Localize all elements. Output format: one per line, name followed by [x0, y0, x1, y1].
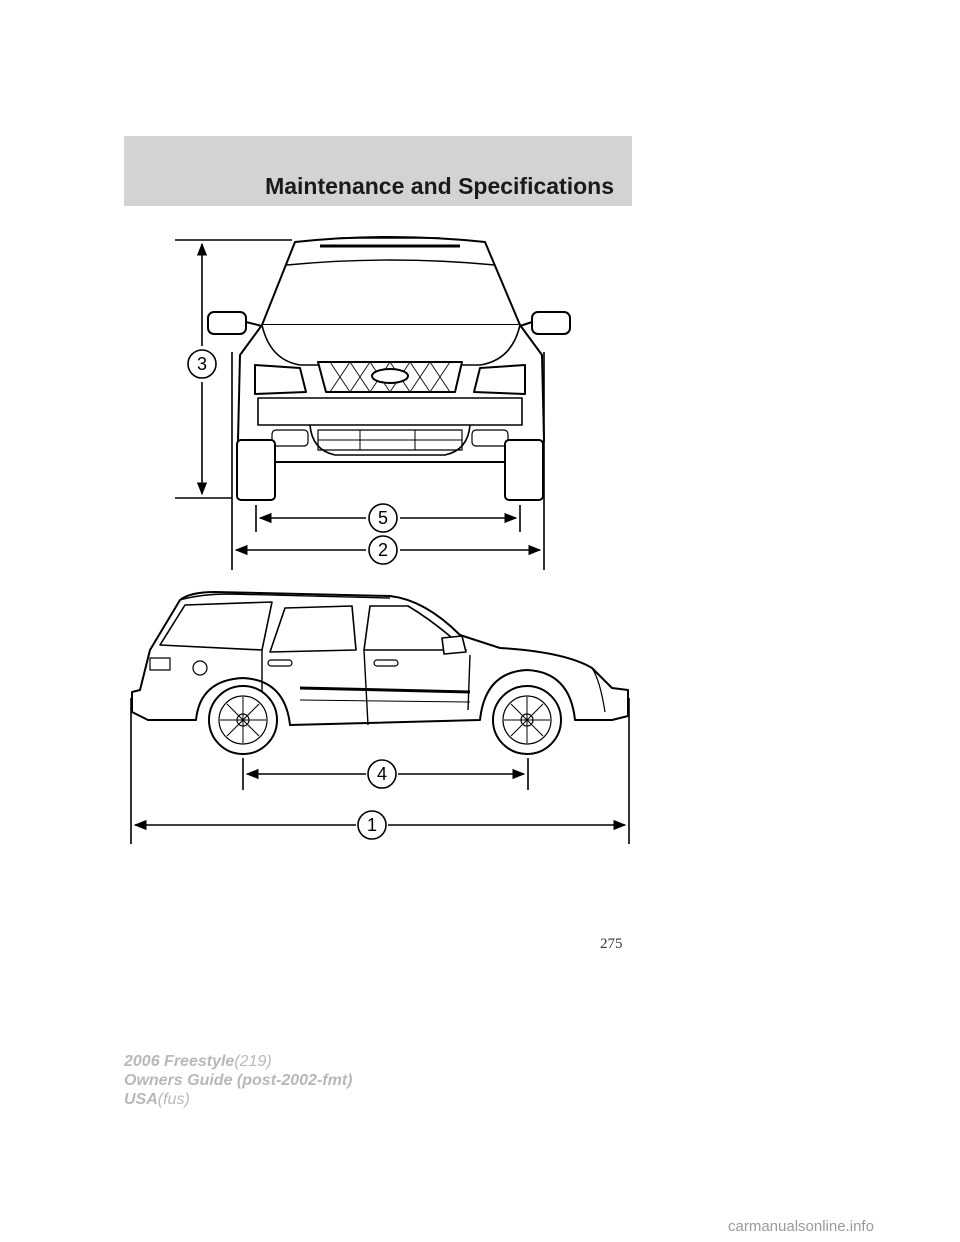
watermark-text: carmanualsonline.info [728, 1218, 874, 1235]
callout-1: 1 [367, 815, 377, 835]
dimension-line-height [175, 239, 292, 499]
page-number: 275 [600, 936, 623, 952]
dimension-line-width [231, 352, 545, 570]
side-view-vehicle [131, 591, 629, 755]
callout-5: 5 [378, 508, 388, 528]
document-footer: 2006 Freestyle(219) Owners Guide (post-2… [124, 1052, 352, 1109]
callout-3: 3 [197, 354, 207, 374]
callout-4: 4 [377, 764, 387, 784]
footer-guide-name: Owners Guide (post-2002-fmt) [124, 1072, 353, 1089]
footer-market-code: (fus) [157, 1091, 190, 1108]
front-view-vehicle [207, 236, 571, 501]
dimension-line-wheelbase [242, 758, 529, 790]
callout-2: 2 [378, 540, 388, 560]
dimension-line-track [255, 503, 521, 533]
section-header-band: Maintenance and Specifications [124, 136, 632, 206]
section-title: Maintenance and Specifications [265, 173, 614, 199]
footer-model-code: (219) [234, 1053, 272, 1070]
footer-market: USA [124, 1091, 158, 1108]
footer-model: 2006 Freestyle [124, 1053, 235, 1070]
dimension-line-length [130, 698, 630, 844]
